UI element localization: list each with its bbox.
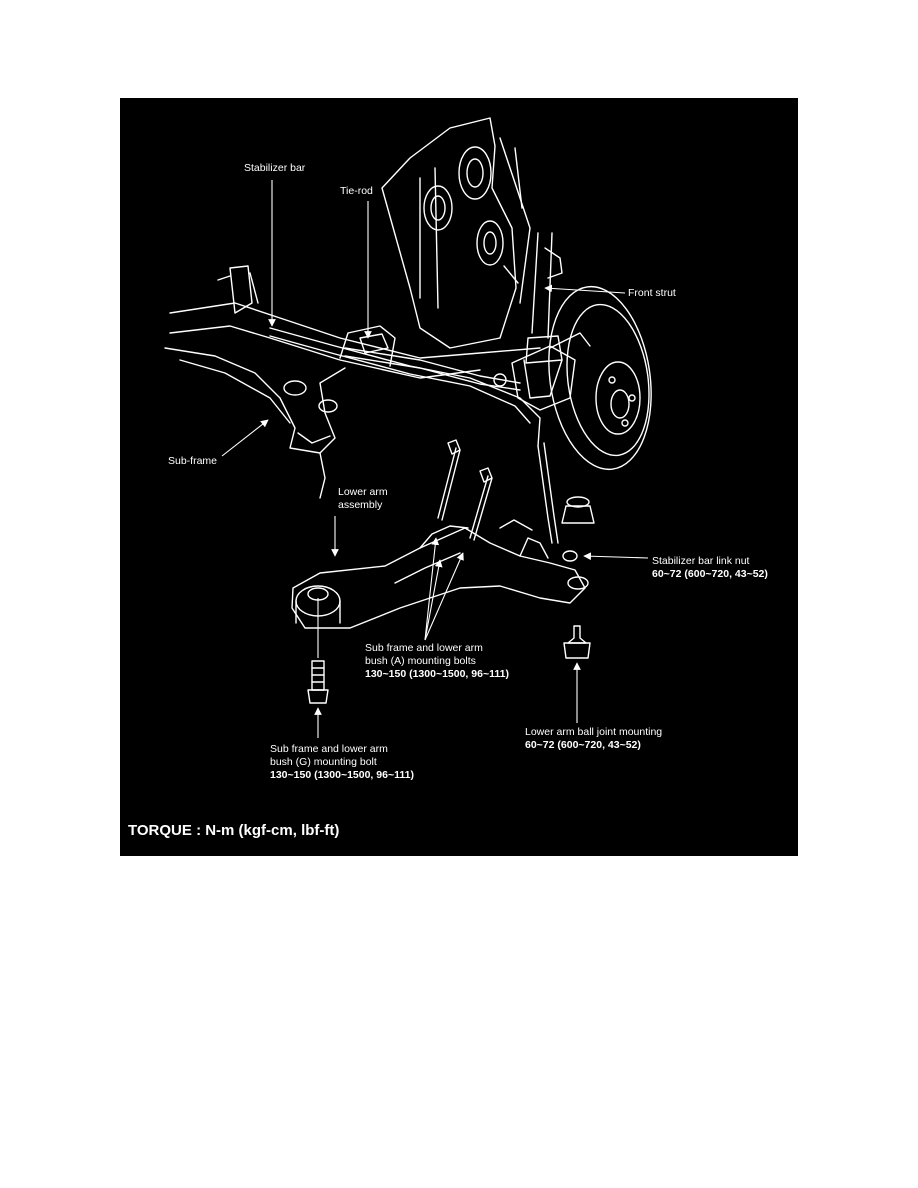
stabilizer-bar-shape xyxy=(269,327,559,544)
label-bush-a: Sub frame and lower arm bush (A) mountin… xyxy=(365,642,509,681)
label-bush-g: Sub frame and lower arm bush (G) mountin… xyxy=(270,743,414,782)
ball-joint-name: Lower arm ball joint mounting xyxy=(525,726,663,738)
bush-g-spec: 130~150 (1300~1500, 96~111) xyxy=(270,769,414,781)
sub-frame-shape xyxy=(164,265,541,499)
bush-g-line2: bush (G) mounting bolt xyxy=(270,756,377,768)
leader-bush-a-2 xyxy=(424,552,464,641)
lower-arm-line2: assembly xyxy=(338,499,383,511)
bush-a-line2: bush (A) mounting bolts xyxy=(365,655,476,667)
lower-arm-line1: Lower arm xyxy=(338,486,388,498)
ball-joint-spec: 60~72 (600~720, 43~52) xyxy=(525,739,641,751)
leader-sub-frame xyxy=(221,419,269,457)
bush-a-spec: 130~150 (1300~1500, 96~111) xyxy=(365,668,509,680)
label-stabilizer-bar: Stabilizer bar xyxy=(244,162,306,174)
link-nut-name: Stabilizer bar link nut xyxy=(652,555,750,567)
lower-arm-shape xyxy=(291,519,589,629)
link-bushing-shape xyxy=(561,496,595,562)
label-tie-rod: Tie-rod xyxy=(340,185,373,197)
bush-a-line1: Sub frame and lower arm xyxy=(365,642,483,654)
ball-joint-shape xyxy=(563,625,591,659)
engine-outline xyxy=(381,117,531,349)
tie-rod-shape xyxy=(344,333,521,391)
leader-bush-a-1 xyxy=(424,537,440,641)
leader-link-nut xyxy=(583,552,649,561)
torque-units-caption: TORQUE : N-m (kgf-cm, lbf-ft) xyxy=(128,822,340,839)
bush-g-line1: Sub frame and lower arm xyxy=(270,743,388,755)
diagram-panel: Stabilizer bar Tie-rod Front strut Sub-f… xyxy=(120,98,798,856)
front-strut-shape xyxy=(523,232,563,399)
suspension-illustration xyxy=(164,117,652,738)
label-link-nut: Stabilizer bar link nut 60~72 (600~720, … xyxy=(652,555,768,581)
label-lower-arm: Lower arm assembly xyxy=(338,486,388,512)
label-front-strut: Front strut xyxy=(628,287,676,299)
bush-g-bolt xyxy=(307,660,329,704)
link-nut-spec: 60~72 (600~720, 43~52) xyxy=(652,568,768,580)
label-ball-joint: Lower arm ball joint mounting 60~72 (600… xyxy=(525,726,662,752)
brake-disc-shape xyxy=(511,285,652,471)
label-sub-frame: Sub-frame xyxy=(168,455,218,467)
leader-front-strut xyxy=(544,284,626,294)
leader-bush-a-3 xyxy=(424,559,443,641)
bush-a-bolts xyxy=(437,439,493,541)
